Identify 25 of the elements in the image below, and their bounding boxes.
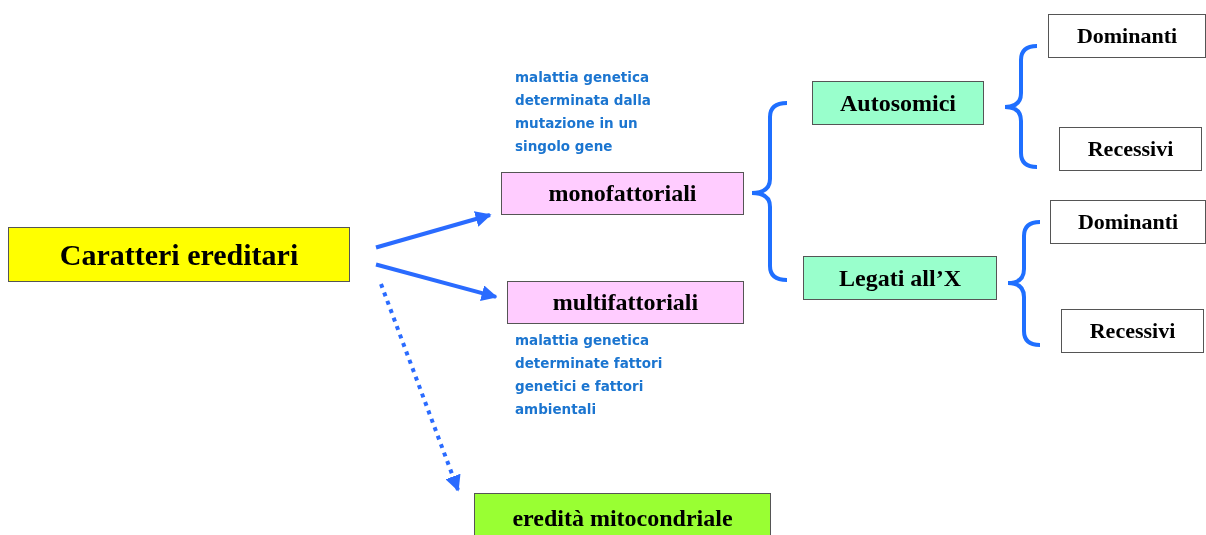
process-box <box>474 493 771 535</box>
arrow <box>375 262 498 301</box>
node-caption: malattia genetica determinate fattori genetici e fattori ambientali <box>515 331 664 419</box>
arrow <box>379 283 461 492</box>
box-label: monofattoriali <box>548 180 697 207</box>
process-box <box>501 172 744 215</box>
box-label: Recessivi <box>1089 318 1176 344</box>
process-box <box>507 281 744 324</box>
process-box <box>1061 309 1204 353</box>
process-box <box>8 227 350 282</box>
process-box <box>1059 127 1202 171</box>
box-label: Caratteri ereditari <box>59 237 299 272</box>
process-box <box>812 81 984 125</box>
box-label: Dominanti <box>1076 23 1178 49</box>
node-caption: malattia genetica determinata dalla mutazione in un singolo gene <box>515 68 652 156</box>
arrow <box>375 211 492 250</box>
box-label: multifattoriali <box>552 289 699 316</box>
box-label: Legati all’X <box>839 264 961 292</box>
process-box <box>803 256 997 300</box>
box-label: eredità mitocondriale <box>512 504 733 532</box>
process-box <box>1048 14 1206 58</box>
process-box <box>1050 200 1206 244</box>
box-label: Autosomici <box>840 89 956 117</box>
box-label: Dominanti <box>1077 209 1179 235</box>
box-label: Recessivi <box>1087 136 1174 162</box>
